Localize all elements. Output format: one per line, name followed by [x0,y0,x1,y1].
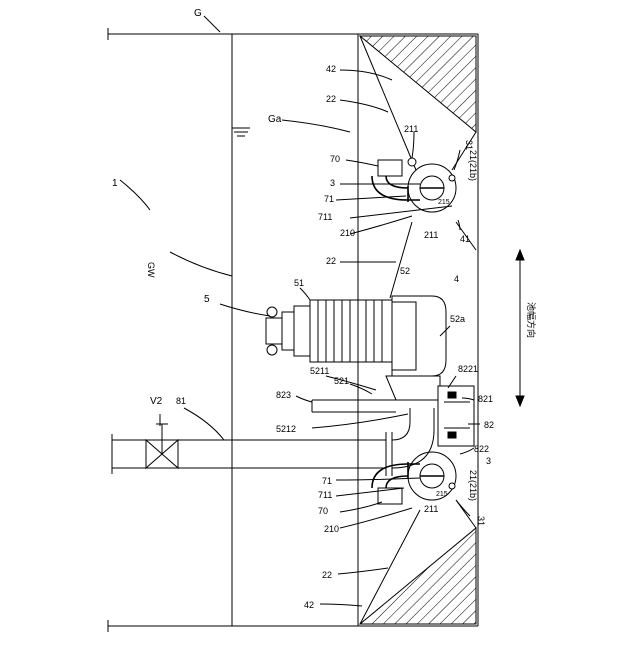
hatched-block-top [360,36,476,132]
label-215-top: 215 [438,199,450,206]
label-42-bottom: 42 [304,600,314,610]
pump-5 [266,296,474,446]
label-31-bottom: 31 [476,516,486,526]
hatched-block-bottom [360,528,476,624]
label-V2: V2 [150,396,163,407]
label-71-bottom: 71 [322,476,332,486]
motor-housing-51 [310,300,392,362]
label-822: 822 [474,444,489,454]
label-width-direction: 池幅方向 [526,302,537,338]
label-21b-bottom: 21(21b) [468,470,478,501]
label-G: G [194,8,202,19]
label-71-top: 71 [324,194,334,204]
label-211-a: 211 [404,124,418,134]
label-210-bottom: 210 [324,524,339,534]
label-31-top: 31 [464,140,474,150]
label-210-top: 210 [340,228,355,238]
label-215-bottom: 215 [436,491,448,498]
label-5: 5 [204,294,210,305]
label-22-mid: 22 [326,256,336,266]
width-direction-arrow [516,250,524,406]
label-22-top: 22 [326,94,336,104]
bracket-70-top [378,160,402,176]
label-51: 51 [294,278,304,288]
water-surface-symbol [232,128,250,136]
label-70-top: 70 [330,154,340,164]
label-Ga: Ga [268,114,282,125]
label-21b-top: 21(21b) [468,150,478,181]
label-82: 82 [484,420,494,430]
label-4: 4 [454,274,459,284]
label-42-top: 42 [326,64,336,74]
label-521: 521 [334,376,349,386]
label-3-top: 3 [330,178,335,188]
label-211-b: 211 [424,230,438,240]
valve-v2 [146,424,178,468]
label-5212: 5212 [276,424,296,434]
volute-521 [386,376,440,400]
label-5211: 5211 [310,366,329,376]
label-52a: 52a [450,314,465,324]
label-70-bottom: 70 [318,506,328,516]
slope-line-mid-a [390,222,412,298]
label-821: 821 [478,394,493,404]
label-52: 52 [400,266,410,276]
label-GW: GW [146,262,156,278]
label-8221: 8221 [458,364,478,374]
label-ref-1: 1 [112,178,118,189]
label-22-bottom: 22 [322,570,332,580]
label-41: 41 [460,234,470,244]
label-711-top: 711 [318,212,332,222]
label-211-c: 211 [424,504,438,514]
label-81: 81 [176,396,186,406]
label-823: 823 [276,390,291,400]
label-711-bottom: 711 [318,490,332,500]
label-3-bottom: 3 [486,456,491,466]
